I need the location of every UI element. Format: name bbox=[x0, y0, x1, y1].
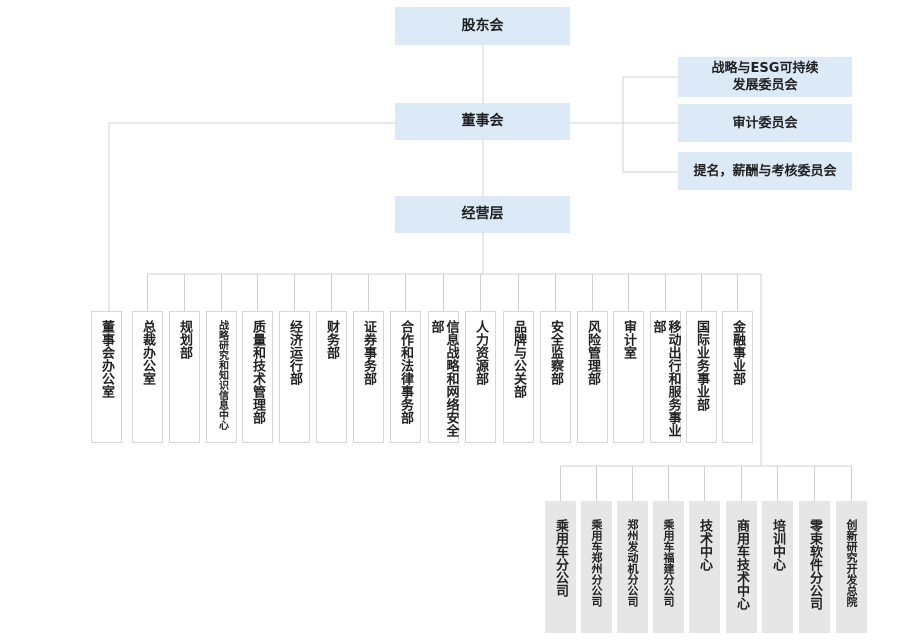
board-of-directors-box: 董事会 bbox=[395, 103, 570, 140]
department-label: 财务部 bbox=[324, 320, 339, 359]
management-box: 经营层 bbox=[395, 196, 570, 233]
subsidiary-label: 商用车技术中心 bbox=[734, 519, 749, 610]
management-label: 经营层 bbox=[461, 206, 504, 222]
department-box: 金融事业部 bbox=[722, 311, 753, 443]
department-label: 移动出行和服务事业部 bbox=[650, 320, 681, 437]
subsidiary-box: 培训中心 bbox=[762, 501, 793, 633]
shareholders-meeting-box: 股东会 bbox=[395, 7, 570, 45]
department-box: 国际业务事业部 bbox=[686, 311, 717, 443]
subsidiary-box: 商用车技术中心 bbox=[726, 501, 757, 633]
department-box: 董事会办公室 bbox=[91, 311, 122, 443]
department-box: 证券事务部 bbox=[353, 311, 384, 443]
department-box: 合作和法律事务部 bbox=[390, 311, 421, 443]
department-label: 人力资源部 bbox=[473, 320, 488, 385]
subsidiary-box: 技术中心 bbox=[689, 501, 720, 633]
department-label: 董事会办公室 bbox=[99, 320, 114, 398]
department-label: 风险管理部 bbox=[585, 320, 600, 385]
department-label: 国际业务事业部 bbox=[694, 320, 709, 411]
board-of-directors-label: 董事会 bbox=[461, 113, 504, 129]
subsidiary-label: 乘用车福建分公司 bbox=[662, 519, 675, 607]
subsidiary-box: 零束软件分公司 bbox=[799, 501, 830, 633]
department-label: 审计室 bbox=[621, 320, 636, 359]
department-box: 财务部 bbox=[316, 311, 347, 443]
nomination-committee-box: 提名，薪酬与考核委员会 bbox=[678, 152, 852, 190]
subsidiary-label: 零束软件分公司 bbox=[807, 519, 822, 610]
department-box: 战略研究和知识信息中心 bbox=[206, 311, 237, 443]
subsidiary-label: 技术中心 bbox=[697, 519, 712, 571]
subsidiary-box: 乘用车分公司 bbox=[545, 501, 576, 633]
department-label: 安全监察部 bbox=[548, 320, 563, 385]
department-box: 经济运行部 bbox=[279, 311, 310, 443]
department-box: 规划部 bbox=[169, 311, 200, 443]
department-box: 风险管理部 bbox=[577, 311, 608, 443]
nomination-committee-label: 提名，薪酬与考核委员会 bbox=[693, 163, 837, 179]
audit-committee-box: 审计委员会 bbox=[678, 104, 852, 142]
department-label: 信息战略和网络安全部 bbox=[428, 320, 459, 437]
department-box: 审计室 bbox=[613, 311, 644, 443]
subsidiary-label: 培训中心 bbox=[770, 519, 785, 571]
department-label: 总裁办公室 bbox=[140, 320, 155, 385]
department-label: 合作和法律事务部 bbox=[398, 320, 413, 424]
subsidiary-label: 乘用车郑州分公司 bbox=[590, 519, 603, 607]
department-label: 规划部 bbox=[177, 320, 192, 359]
subsidiary-box: 乘用车福建分公司 bbox=[653, 501, 684, 633]
department-box: 质量和技术管理部 bbox=[242, 311, 273, 443]
department-box: 安全监察部 bbox=[540, 311, 571, 443]
subsidiary-box: 创新研究开发总院 bbox=[836, 501, 867, 633]
subsidiary-box: 乘用车郑州分公司 bbox=[581, 501, 612, 633]
subsidiary-box: 郑州发动机分公司 bbox=[617, 501, 648, 633]
department-label: 经济运行部 bbox=[287, 320, 302, 385]
shareholders-meeting-label: 股东会 bbox=[461, 17, 504, 34]
department-box: 人力资源部 bbox=[465, 311, 496, 443]
audit-committee-label: 审计委员会 bbox=[732, 115, 798, 131]
department-label: 金融事业部 bbox=[730, 320, 745, 385]
department-label: 战略研究和知识信息中心 bbox=[216, 320, 228, 430]
subsidiary-label: 创新研究开发总院 bbox=[845, 519, 858, 607]
subsidiary-label: 乘用车分公司 bbox=[553, 519, 568, 597]
department-box: 信息战略和网络安全部 bbox=[428, 311, 459, 443]
department-label: 证券事务部 bbox=[361, 320, 376, 385]
department-label: 质量和技术管理部 bbox=[250, 320, 265, 424]
strategy-esg-committee-box: 战略与ESG可持续 发展委员会 bbox=[678, 57, 852, 97]
strategy-esg-committee-label: 战略与ESG可持续 发展委员会 bbox=[711, 61, 819, 93]
department-label: 品牌与公关部 bbox=[511, 320, 526, 398]
department-box: 移动出行和服务事业部 bbox=[650, 311, 681, 443]
subsidiary-label: 郑州发动机分公司 bbox=[626, 519, 639, 607]
department-box: 品牌与公关部 bbox=[503, 311, 534, 443]
department-box: 总裁办公室 bbox=[132, 311, 163, 443]
